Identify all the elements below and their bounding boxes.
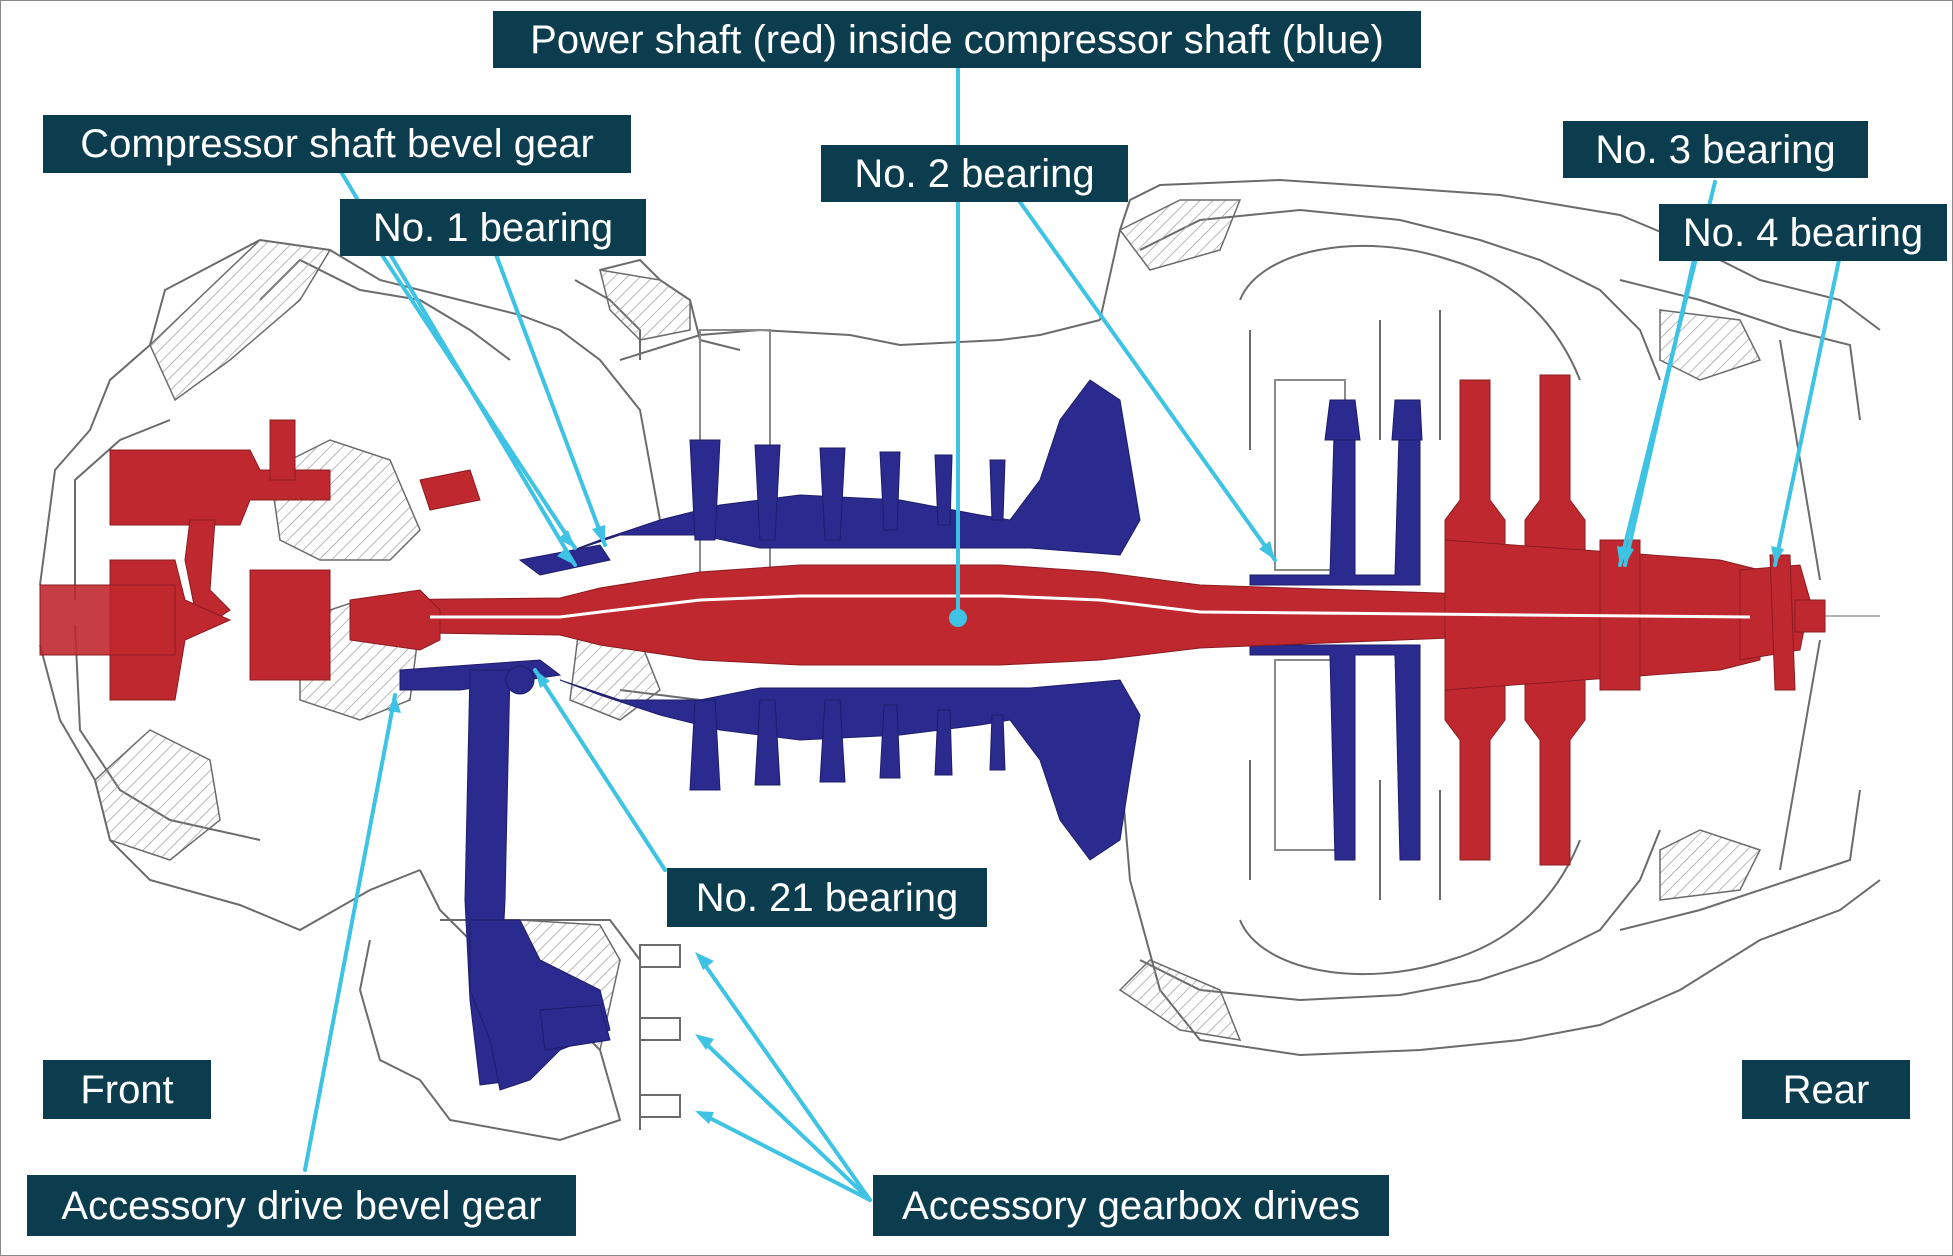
power-shaft-dot bbox=[949, 609, 967, 627]
compressor-shaft bbox=[399, 379, 1423, 1091]
drive-stud-3 bbox=[639, 1094, 681, 1118]
leader-arrowheads bbox=[388, 525, 1784, 1124]
label-power-shaft: Power shaft (red) inside compressor shaf… bbox=[493, 11, 1421, 68]
arrow-gearbox-drive-1 bbox=[695, 952, 714, 970]
label-rear: Rear bbox=[1742, 1060, 1910, 1119]
label-accessory-drive-bevel-gear: Accessory drive bevel gear bbox=[27, 1175, 576, 1236]
arrow-bearing-21 bbox=[535, 670, 550, 688]
drive-stud-2 bbox=[639, 1017, 681, 1041]
arrow-bearing-2 bbox=[1259, 541, 1275, 560]
leader-bearing-4-a bbox=[1623, 253, 1697, 567]
label-bearing-3: No. 3 bearing bbox=[1563, 121, 1868, 178]
leader-accessory-drive-bevel-gear bbox=[303, 693, 397, 1172]
label-bearing-4: No. 4 bearing bbox=[1659, 204, 1947, 261]
arrow-bearing-4-a bbox=[1621, 546, 1634, 565]
arrow-gearbox-drive-2 bbox=[695, 1034, 714, 1050]
arrow-gearbox-drive-3 bbox=[695, 1111, 714, 1124]
arrow-bearing-1-b bbox=[592, 525, 605, 545]
shaft-bore bbox=[430, 594, 1751, 619]
leader-bearing-2 bbox=[1018, 200, 1277, 562]
power-shaft bbox=[39, 374, 1826, 866]
leader-bearing-1-a bbox=[378, 250, 577, 550]
leader-gearbox-drive-2 bbox=[698, 1036, 872, 1202]
arrow-accessory-drive-bevel-gear bbox=[388, 695, 401, 713]
label-bearing-21: No. 21 bearing bbox=[667, 868, 987, 927]
leader-bearing-1-b bbox=[493, 250, 607, 547]
label-bearing-1: No. 1 bearing bbox=[340, 199, 646, 256]
arrow-compressor-bevel-gear bbox=[557, 547, 575, 565]
label-accessory-gearbox-drives: Accessory gearbox drives bbox=[873, 1175, 1389, 1236]
leader-bearing-21 bbox=[533, 668, 667, 872]
arrow-bearing-4-b bbox=[1771, 546, 1784, 565]
leader-gearbox-drive-1 bbox=[698, 956, 872, 1202]
drive-stud-1 bbox=[639, 944, 681, 968]
label-front: Front bbox=[43, 1060, 211, 1119]
leader-bearing-4-b bbox=[1773, 253, 1842, 567]
leader-gearbox-drive-3 bbox=[698, 1111, 872, 1202]
label-bearing-2: No. 2 bearing bbox=[821, 145, 1128, 202]
arrow-bearing-1-a bbox=[558, 530, 575, 548]
label-compressor-shaft-bevel-gear: Compressor shaft bevel gear bbox=[43, 115, 631, 173]
gearbox-drive-studs bbox=[639, 944, 681, 1118]
